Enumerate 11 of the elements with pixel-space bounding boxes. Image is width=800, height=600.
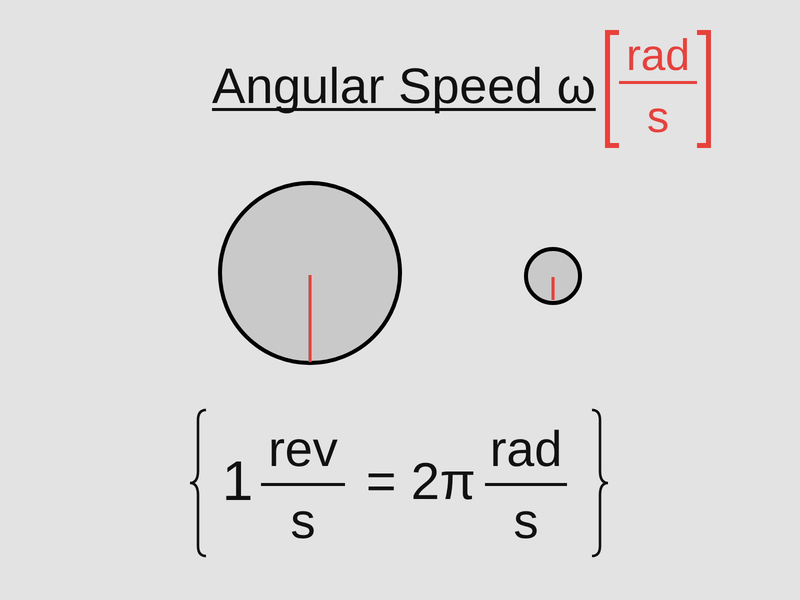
fraction-denominator: s	[290, 496, 316, 546]
fraction-denominator: s	[647, 96, 669, 140]
fraction-denominator: s	[514, 496, 538, 546]
fraction-numerator: rev	[268, 424, 338, 474]
fraction-numerator: rad	[626, 34, 690, 78]
large-circle	[218, 181, 402, 365]
title: Angular Speed ω	[212, 61, 596, 111]
fraction-numerator: rad	[490, 424, 562, 474]
equation-term: = 2π	[366, 456, 476, 508]
number: 1	[222, 453, 254, 509]
small-circle	[524, 247, 582, 305]
